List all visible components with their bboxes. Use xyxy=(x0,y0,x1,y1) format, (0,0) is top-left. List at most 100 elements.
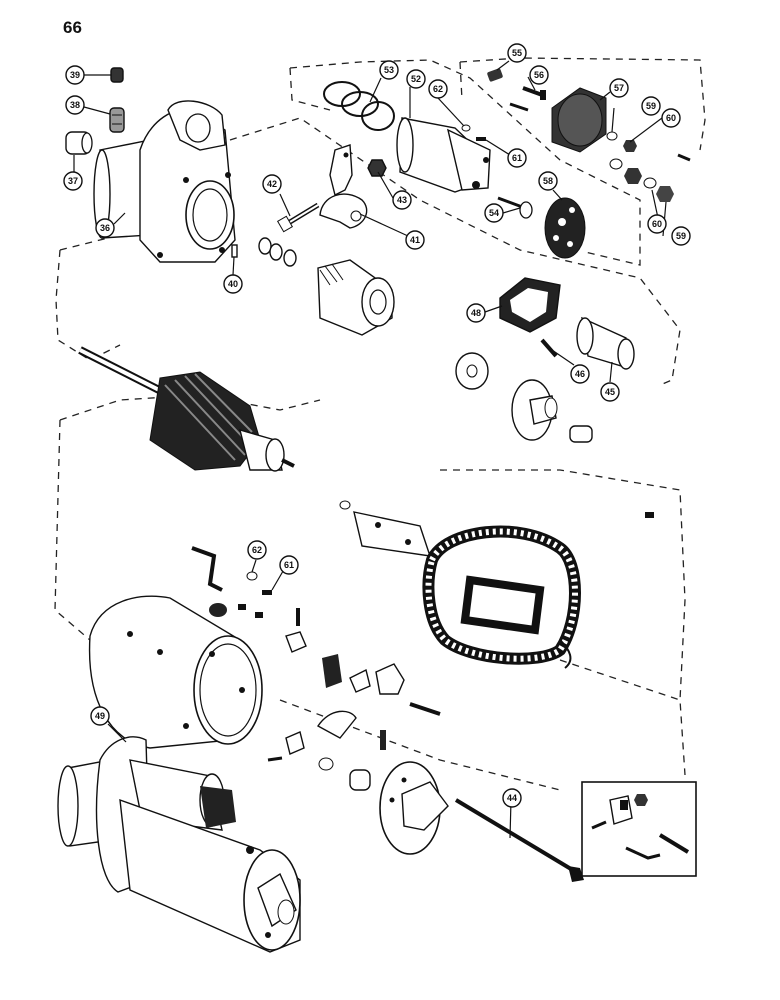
shift-lever-41 xyxy=(319,144,368,229)
callout-label: 62 xyxy=(433,84,443,94)
commutator-end-frame xyxy=(379,761,449,855)
through-bolt-44 xyxy=(454,798,584,882)
callout-label: 46 xyxy=(575,369,585,379)
callout-45: 45 xyxy=(600,382,620,402)
commutator-end-bushing xyxy=(349,769,371,791)
callout-label: 37 xyxy=(68,176,78,186)
plug-39 xyxy=(110,67,124,83)
bushing-small xyxy=(569,425,593,443)
bolts-54 xyxy=(509,86,546,112)
spring-53 xyxy=(487,68,503,82)
cover-55 xyxy=(551,87,607,153)
drive-assembly xyxy=(317,259,395,336)
callout-61-lower: 61 xyxy=(279,555,299,575)
callout-54: 56 xyxy=(529,65,549,85)
callout-59: 59 xyxy=(671,226,691,246)
callout-43: 43 xyxy=(392,190,412,210)
callout-label: 43 xyxy=(397,195,407,205)
callout-label: 38 xyxy=(70,100,80,110)
center-bearing-45 xyxy=(576,316,635,370)
bushing-38 xyxy=(109,107,125,133)
callout-label: 58 xyxy=(543,176,553,186)
callout-label: 40 xyxy=(228,279,238,289)
callout-62-top: 62 xyxy=(428,79,448,99)
insulator-block xyxy=(285,631,307,653)
brush-holders xyxy=(267,654,441,771)
callout-44: 44 xyxy=(502,788,522,808)
callout-label: 61 xyxy=(512,153,522,163)
callout-39: 39 xyxy=(65,65,85,85)
leader-lines xyxy=(73,60,667,839)
callout-label: 42 xyxy=(267,179,277,189)
rings-51 xyxy=(323,81,395,131)
callout-62-lower: 62 xyxy=(247,540,267,560)
callout-53: 55 xyxy=(507,43,527,63)
callout-57: 59 xyxy=(641,96,661,116)
drive-washers xyxy=(258,237,297,267)
callout-label: 52 xyxy=(411,74,421,84)
small-screw-right xyxy=(645,512,654,518)
pole-shoe xyxy=(339,500,432,557)
field-frame xyxy=(88,595,263,749)
bushing-37 xyxy=(65,131,93,155)
plunger-52 xyxy=(497,196,533,219)
callout-label: 54 xyxy=(489,208,499,218)
screw-61-top xyxy=(476,137,486,141)
plug-grommet xyxy=(209,603,263,618)
page-number: 66 xyxy=(63,18,82,37)
callout-label: 60 xyxy=(666,113,676,123)
terminal-strap xyxy=(191,546,223,592)
callout-56: 58 xyxy=(538,171,558,191)
washer-62-top xyxy=(461,124,471,132)
callout-label: 62 xyxy=(252,545,262,555)
callout-label: 41 xyxy=(410,235,420,245)
callout-label: 59 xyxy=(646,101,656,111)
callout-label: 49 xyxy=(95,711,105,721)
callout-48: 48 xyxy=(466,303,486,323)
screw-61-lower xyxy=(262,590,272,595)
pin-46 xyxy=(540,338,558,358)
callout-61-top: 61 xyxy=(507,148,527,168)
gasket-48 xyxy=(499,277,561,333)
callout-label: 48 xyxy=(471,308,481,318)
callout-label: 53 xyxy=(384,65,394,75)
callout-55: 57 xyxy=(609,78,629,98)
callout-58: 60 xyxy=(661,108,681,128)
callout-label: 56 xyxy=(534,70,544,80)
armature xyxy=(78,346,295,472)
callout-60: 60 xyxy=(647,214,667,234)
nut-43 xyxy=(367,159,387,177)
callout-label: 39 xyxy=(70,70,80,80)
field-coils xyxy=(422,525,581,669)
callout-label: 45 xyxy=(605,387,615,397)
callout-label: 36 xyxy=(100,223,110,233)
center-plate xyxy=(511,379,558,441)
callout-label: 60 xyxy=(652,219,662,229)
starter-assembly-49 xyxy=(57,736,301,953)
washer-62-lower xyxy=(246,571,258,581)
callout-label: 44 xyxy=(507,793,517,803)
terminal-hardware xyxy=(606,131,691,202)
solenoid-50 xyxy=(396,117,491,193)
inset-detail-box xyxy=(581,781,697,877)
callout-49: 49 xyxy=(90,706,110,726)
callout-46: 46 xyxy=(570,364,590,384)
callout-label: 57 xyxy=(614,83,624,93)
callout-37: 37 xyxy=(63,171,83,191)
dashed-group-outlines xyxy=(54,57,706,791)
callout-42: 42 xyxy=(262,174,282,194)
callout-label: 55 xyxy=(512,48,522,58)
callout-label: 61 xyxy=(284,560,294,570)
callout-38: 38 xyxy=(65,95,85,115)
callout-41: 41 xyxy=(405,230,425,250)
drive-housing-36 xyxy=(93,100,236,263)
pin-40 xyxy=(231,244,238,258)
contact-disc-56 xyxy=(544,197,586,259)
callout-label: 59 xyxy=(676,231,686,241)
callout-52: 54 xyxy=(484,203,504,223)
callout-40: 40 xyxy=(223,274,243,294)
callout-51: 53 xyxy=(379,60,399,80)
thrust-washer xyxy=(455,352,489,390)
callout-50: 52 xyxy=(406,69,426,89)
